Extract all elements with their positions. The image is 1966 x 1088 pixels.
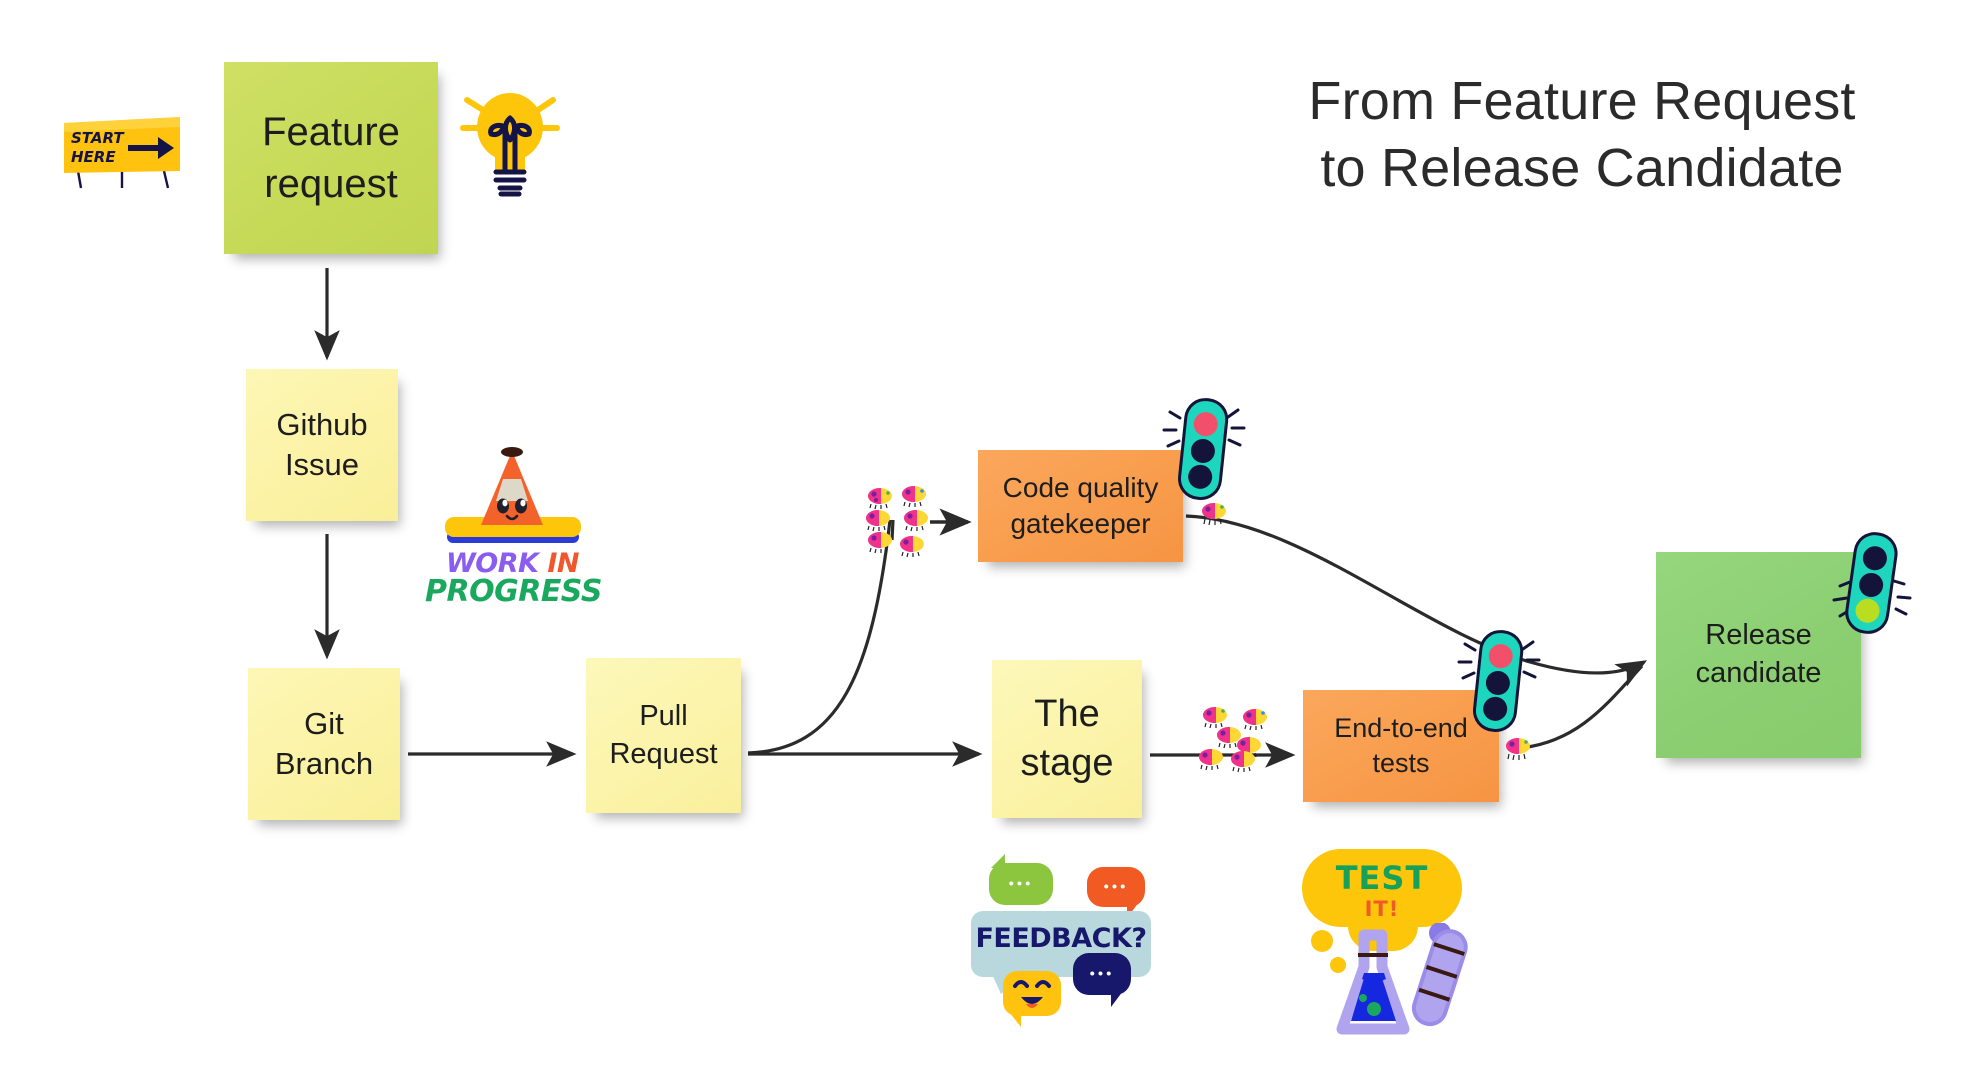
traffic-light-green-lamp (1483, 696, 1508, 721)
traffic-light-e2e-tests (1453, 620, 1543, 740)
traffic-light-amber-lamp (1485, 670, 1510, 695)
test-it-line-1: TEST (1335, 859, 1429, 897)
node-code-quality-label: Code quality gatekeeper (1002, 471, 1159, 539)
start-here-sign-sticker: START HERE (60, 115, 185, 190)
edge-codequality-to-release (1185, 514, 1648, 687)
page-title-line-2: to Release Candidate (1320, 137, 1844, 198)
node-pull-request-label: Pull Request (609, 699, 718, 770)
traffic-light-red-lamp (1862, 546, 1887, 571)
traffic-light-amber-lamp (1190, 438, 1215, 463)
test-it-sticker: TEST IT! (1292, 845, 1482, 1040)
node-github-issue-label: Github Issue (276, 406, 368, 482)
lightbulb-idea-sticker (455, 72, 565, 202)
node-release-candidate[interactable]: Release candidate (1656, 552, 1861, 758)
speech-bubble-orange-icon: ••• (1087, 867, 1145, 918)
bug-cluster-e2e-sticker (1198, 706, 1278, 776)
test-tube-icon (1411, 929, 1468, 1027)
node-end-to-end-tests-label: End-to-end tests (1334, 712, 1468, 778)
traffic-cone-icon (481, 447, 543, 525)
start-here-arrow-icon (128, 137, 174, 159)
test-it-line-2: IT! (1364, 897, 1400, 921)
test-it-glassware-icon (1311, 923, 1468, 1035)
node-release-candidate-label: Release candidate (1695, 619, 1822, 689)
node-the-stage[interactable]: The stage (992, 660, 1142, 818)
feedback-sticker: ••• ••• FEEDBACK? ••• (963, 845, 1163, 1040)
lightbulb-filament-icon (488, 115, 532, 197)
traffic-light-green-lamp (1188, 464, 1213, 489)
traffic-light-green-lamp (1855, 598, 1880, 623)
bug-icon-group (865, 485, 928, 558)
node-the-stage-label: The stage (1020, 692, 1114, 784)
traffic-light-code-quality (1158, 388, 1248, 508)
wip-word-progress: PROGRESS (425, 574, 602, 610)
node-git-branch-label: Git Branch (274, 705, 374, 781)
wip-word-work: WORK (445, 548, 539, 579)
speech-bubble-navy-dots: ••• (1089, 965, 1115, 983)
work-in-progress-caption: WORK IN PROGRESS (425, 548, 602, 610)
node-end-to-end-tests[interactable]: End-to-end tests (1303, 690, 1499, 802)
traffic-cone-face-icon (497, 498, 527, 521)
node-code-quality-gatekeeper[interactable]: Code quality gatekeeper (978, 450, 1183, 562)
start-here-line-2: HERE (71, 148, 116, 166)
page-title-line-1: From Feature Request (1308, 71, 1856, 131)
lightbulb-glass-icon (477, 93, 543, 170)
node-feature-request-label: Feature request (262, 110, 400, 206)
speech-bubble-green-icon: ••• (989, 854, 1053, 905)
feedback-label: FEEDBACK? (975, 923, 1147, 954)
traffic-light-release-candidate (1826, 524, 1916, 644)
node-git-branch[interactable]: Git Branch (248, 668, 400, 820)
speech-bubble-green-dots: ••• (1008, 875, 1034, 893)
node-pull-request[interactable]: Pull Request (586, 658, 741, 813)
traffic-light-sparkle-icon (1832, 579, 1912, 618)
speech-bubble-navy-icon: ••• (1073, 953, 1131, 1007)
traffic-light-red-lamp (1193, 412, 1218, 437)
work-in-progress-sticker: WORK IN PROGRESS (425, 443, 602, 638)
traffic-light-amber-lamp (1859, 573, 1884, 598)
traffic-cone-base-icon (445, 517, 581, 543)
start-here-line-1: START (71, 129, 125, 147)
node-feature-request[interactable]: Feature request (224, 62, 438, 254)
node-github-issue[interactable]: Github Issue (246, 369, 398, 521)
traffic-light-sparkle-icon (1162, 408, 1246, 448)
smiley-face-icon (1003, 971, 1061, 1027)
wip-word-in: IN (547, 548, 579, 579)
flask-icon (1336, 929, 1410, 1035)
bug-cluster-code-quality-sticker (865, 485, 945, 560)
speech-bubble-orange-dots: ••• (1103, 878, 1129, 896)
page-title: From Feature Request to Release Candidat… (1252, 68, 1912, 202)
